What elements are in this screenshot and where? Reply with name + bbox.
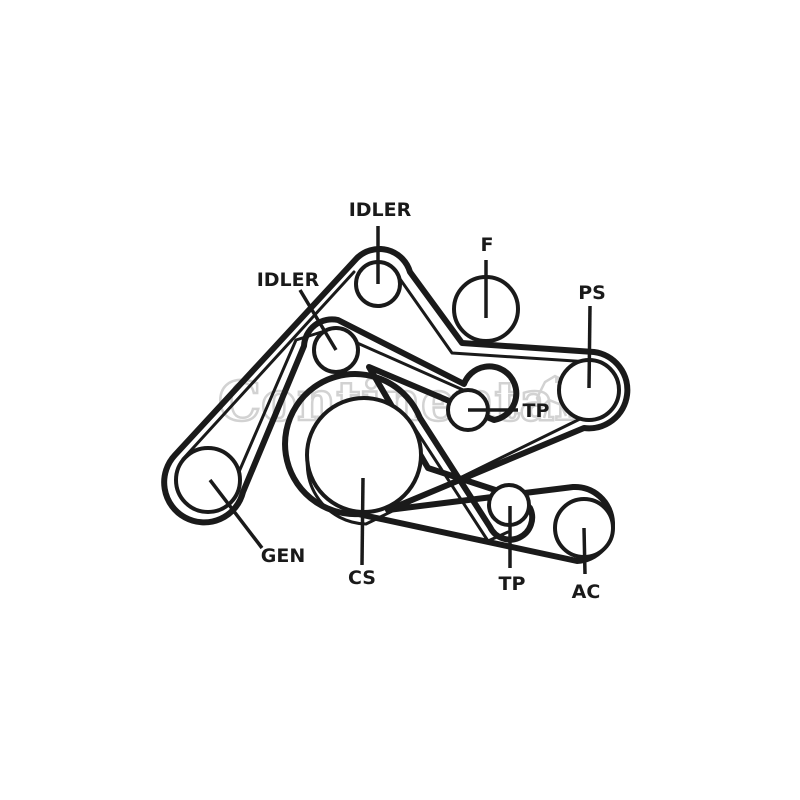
ac-label: AC xyxy=(572,581,601,603)
power-steering-label: PS xyxy=(578,282,606,304)
ac-leader xyxy=(582,527,587,575)
generator-label: GEN xyxy=(261,545,305,567)
belt-path xyxy=(161,245,631,564)
idler-left-leader xyxy=(298,289,338,351)
power-steering-leader xyxy=(587,305,592,389)
tensioner-upper-label: TP xyxy=(523,400,550,422)
generator-leader xyxy=(208,478,264,550)
idler-top-label: IDLER xyxy=(349,199,412,221)
tensioner-lower-label: TP xyxy=(499,573,526,595)
fan-label: F xyxy=(481,234,494,256)
crankshaft-label: CS xyxy=(348,567,376,589)
idler-left-label: IDLER xyxy=(257,269,320,291)
generator-pulley xyxy=(174,446,242,514)
crankshaft-leader xyxy=(360,477,365,566)
